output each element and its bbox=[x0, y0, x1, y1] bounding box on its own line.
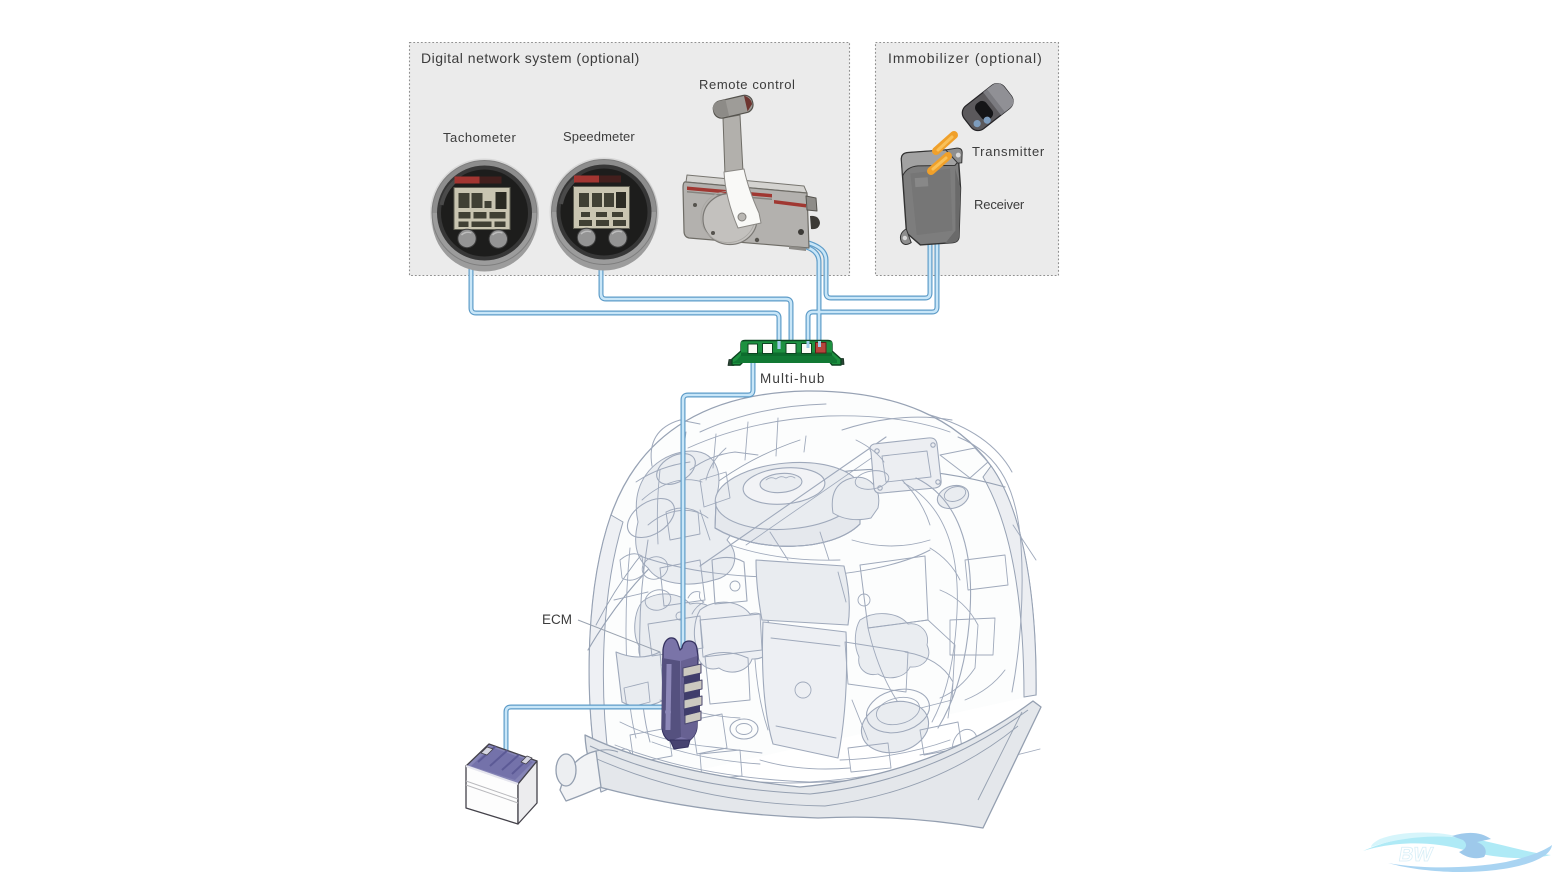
svg-text:Tachometer: Tachometer bbox=[443, 130, 517, 145]
svg-text:Digital network system (option: Digital network system (optional) bbox=[421, 50, 640, 66]
svg-text:Remote control: Remote control bbox=[699, 77, 796, 92]
svg-text:ECM: ECM bbox=[542, 612, 572, 627]
svg-text:Receiver: Receiver bbox=[974, 197, 1025, 212]
svg-text:BW: BW bbox=[1397, 844, 1434, 866]
svg-text:Speedmeter: Speedmeter bbox=[563, 129, 635, 144]
svg-text:Multi-hub: Multi-hub bbox=[760, 371, 825, 386]
svg-text:Transmitter: Transmitter bbox=[972, 144, 1045, 159]
svg-text:Immobilizer (optional): Immobilizer (optional) bbox=[888, 50, 1043, 66]
